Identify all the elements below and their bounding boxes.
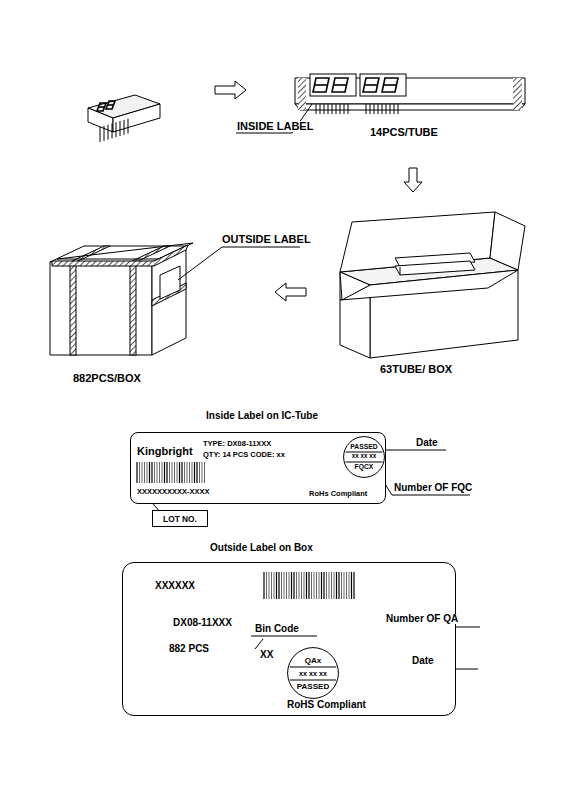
ic-tube bbox=[295, 74, 525, 114]
stamp-text: PASSED bbox=[287, 683, 339, 691]
callout-text: Number OF QA bbox=[386, 614, 458, 624]
flow-arrow bbox=[275, 283, 306, 301]
lot-box: LOT NO. bbox=[152, 510, 208, 527]
section-heading: Outside Label on Box bbox=[210, 543, 313, 553]
label-text: XXXXXXXXXX-XXXX bbox=[137, 488, 210, 496]
digit-figure bbox=[97, 103, 106, 111]
label-text: XX bbox=[260, 650, 273, 660]
callout-text: Date bbox=[416, 438, 438, 448]
label-text: Bin Code bbox=[255, 624, 299, 634]
label-text: TYPE: DX08-11XXX bbox=[203, 440, 271, 448]
label-text: RoHs Compliant bbox=[309, 490, 367, 498]
callout-text: Number OF FQC bbox=[394, 483, 472, 493]
stamp-text: xx xx xx bbox=[343, 453, 385, 459]
digit-figure bbox=[332, 78, 348, 92]
callout-text: OUTSIDE LABEL bbox=[222, 234, 311, 245]
label-text: QTY: 14 PCS CODE: xx bbox=[203, 451, 285, 459]
label-text: LOT NO. bbox=[153, 515, 207, 523]
callout-text: Date bbox=[412, 656, 434, 666]
label-text: Kingbright bbox=[137, 446, 193, 457]
label-card: XXXXXX DX08-11XXX 882 PCS Bin CodeXX RoHS Co… bbox=[122, 562, 456, 716]
leader-line bbox=[178, 247, 300, 280]
flow-arrow bbox=[215, 81, 246, 99]
label-text: 882 PCS bbox=[169, 644, 209, 654]
open-carton bbox=[340, 212, 525, 358]
leader-line bbox=[380, 450, 446, 451]
section-heading: Inside Label on IC-Tube bbox=[206, 411, 318, 421]
digit-figure bbox=[106, 101, 115, 109]
barcode bbox=[263, 571, 359, 603]
stamp-circle: QAx xx xx xx PASSED bbox=[287, 647, 339, 699]
closed-carton bbox=[50, 243, 193, 355]
callout-text: 14PCS/TUBE bbox=[370, 127, 438, 138]
label-text: RoHS Compliant bbox=[287, 700, 366, 710]
digit-figure bbox=[382, 78, 398, 92]
digit-figure bbox=[313, 78, 329, 92]
callout-text: 882PCS/BOX bbox=[73, 373, 141, 384]
barcode bbox=[136, 461, 210, 487]
stamp-text: FQCX bbox=[343, 464, 385, 471]
callout-text: INSIDE LABEL bbox=[237, 121, 313, 132]
stamp-text: xx xx xx bbox=[287, 670, 339, 677]
stamp-circle: PASSED xx xx xx FQCX bbox=[343, 436, 385, 478]
display-part bbox=[88, 95, 160, 142]
label-text: XXXXXX bbox=[155, 581, 195, 591]
stamp-text: QAx bbox=[287, 657, 339, 665]
flow-arrow bbox=[404, 168, 422, 192]
stamp-text: PASSED bbox=[343, 444, 385, 451]
label-card: Kingbright TYPE: DX08-11XXX QTY: 14 PCS CO… bbox=[130, 432, 386, 504]
callout-text: 63TUBE/ BOX bbox=[380, 364, 452, 375]
label-text: DX08-11XXX bbox=[173, 618, 232, 628]
digit-figure bbox=[363, 78, 379, 92]
